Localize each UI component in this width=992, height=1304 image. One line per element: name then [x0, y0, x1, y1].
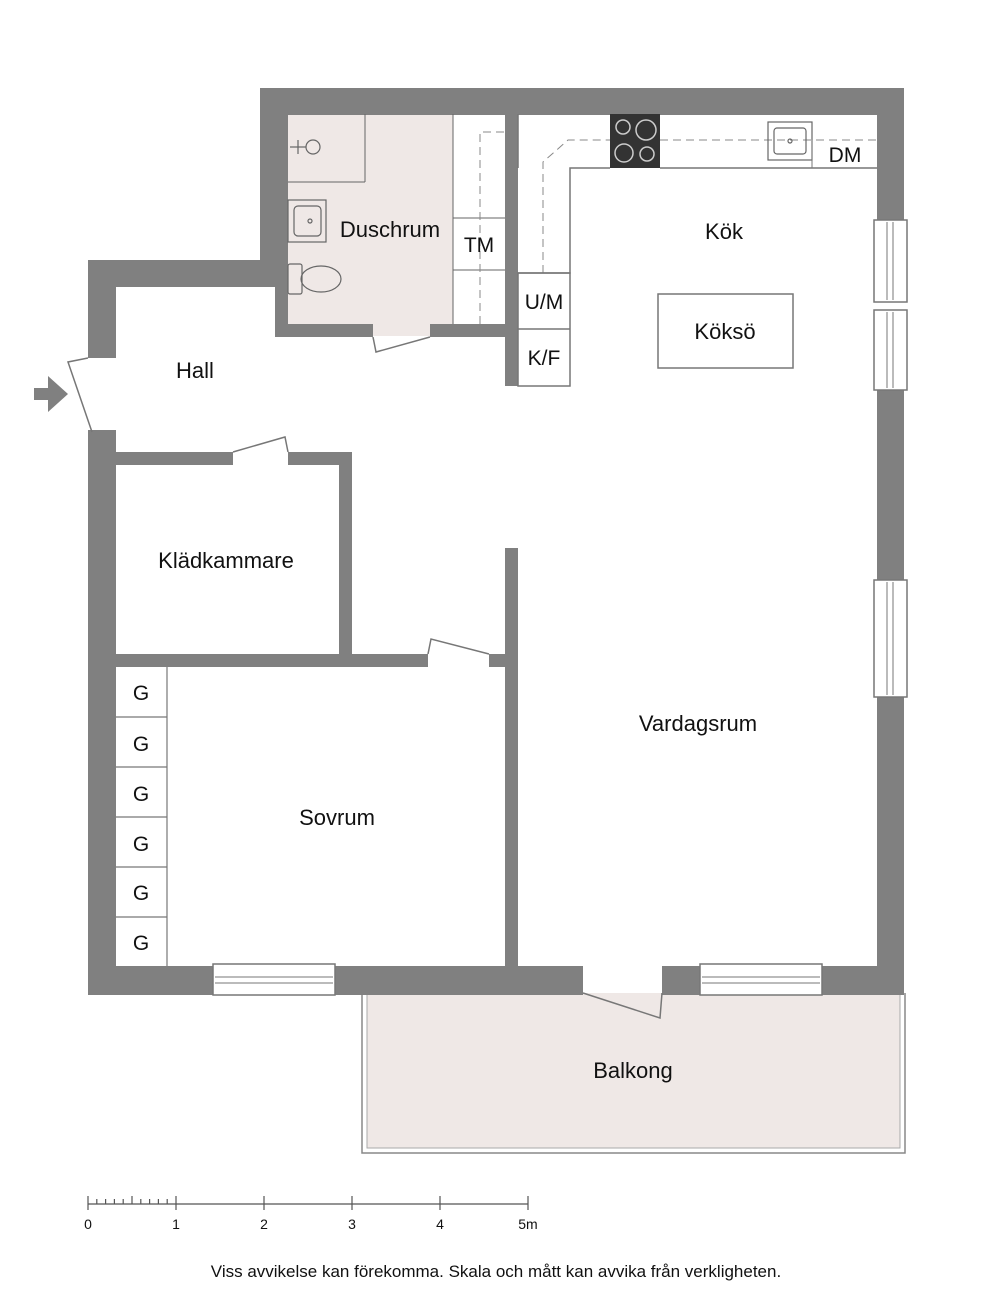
wardrobe-label: G [133, 882, 149, 905]
wardrobe-unit [116, 667, 168, 966]
scale-tick-label: 3 [348, 1216, 356, 1232]
wardrobe-label: G [133, 783, 149, 806]
stove-icon [610, 114, 660, 168]
fixture-label-um: U/M [525, 291, 564, 314]
scale-tick-label: 5m [518, 1216, 537, 1232]
appliance-column [452, 114, 505, 324]
window-south-living [699, 963, 823, 996]
room-label-hall: Hall [176, 358, 214, 383]
entrance-arrow-icon [34, 376, 68, 412]
fridge-cabinets [517, 272, 571, 387]
balcony-railing-inner [366, 993, 901, 1149]
room-label-sovrum: Sovrum [299, 805, 375, 830]
shower-area [288, 114, 366, 183]
walls [88, 88, 904, 995]
shower-head-icon [290, 139, 321, 155]
bathroom-floor [288, 114, 453, 336]
room-label-kladkammare: Klädkammare [158, 548, 294, 573]
wardrobe-label: G [133, 833, 149, 856]
kitchen-island [657, 293, 794, 369]
room-label-vardagsrum: Vardagsrum [639, 711, 757, 736]
window-east-2 [873, 309, 908, 391]
bathroom-door [372, 336, 431, 353]
scale-bar [87, 1196, 529, 1210]
scale-tick-label: 4 [436, 1216, 444, 1232]
wardrobe-label: G [133, 932, 149, 955]
bedroom-door [427, 638, 490, 655]
room-label-duschrum: Duschrum [340, 217, 440, 242]
washbasin-icon [287, 199, 327, 243]
kitchen-counter [517, 114, 877, 274]
disclaimer-text: Viss avvikelse kan förekomma. Skala och … [211, 1262, 781, 1281]
room-label-koksoe: Köksö [694, 319, 755, 344]
wardrobe-label: G [133, 733, 149, 756]
fixture-label-dm: DM [829, 144, 862, 167]
window-south-bedroom [212, 963, 336, 996]
balcony-floor [367, 993, 900, 1148]
fixture-label-kf: K/F [528, 347, 561, 370]
balcony-door [582, 992, 663, 1020]
kitchen-counter-dashed [542, 139, 877, 273]
fixture-label-tm: TM [464, 234, 494, 257]
scale-tick-label: 1 [172, 1216, 180, 1232]
toilet-icon [287, 263, 342, 295]
kitchen-sink-icon [767, 121, 813, 161]
closet-door [232, 436, 289, 453]
scale-tick-label: 0 [84, 1216, 92, 1232]
balcony-railing [361, 993, 906, 1154]
entrance-door [67, 357, 93, 433]
scale-tick-label: 2 [260, 1216, 268, 1232]
window-east-1 [873, 219, 908, 303]
room-label-balkong: Balkong [593, 1058, 673, 1083]
plumbing-dashed [479, 131, 505, 324]
wardrobe-label: G [133, 682, 149, 705]
window-east-3 [873, 579, 908, 698]
room-label-kok: Kök [705, 219, 744, 244]
